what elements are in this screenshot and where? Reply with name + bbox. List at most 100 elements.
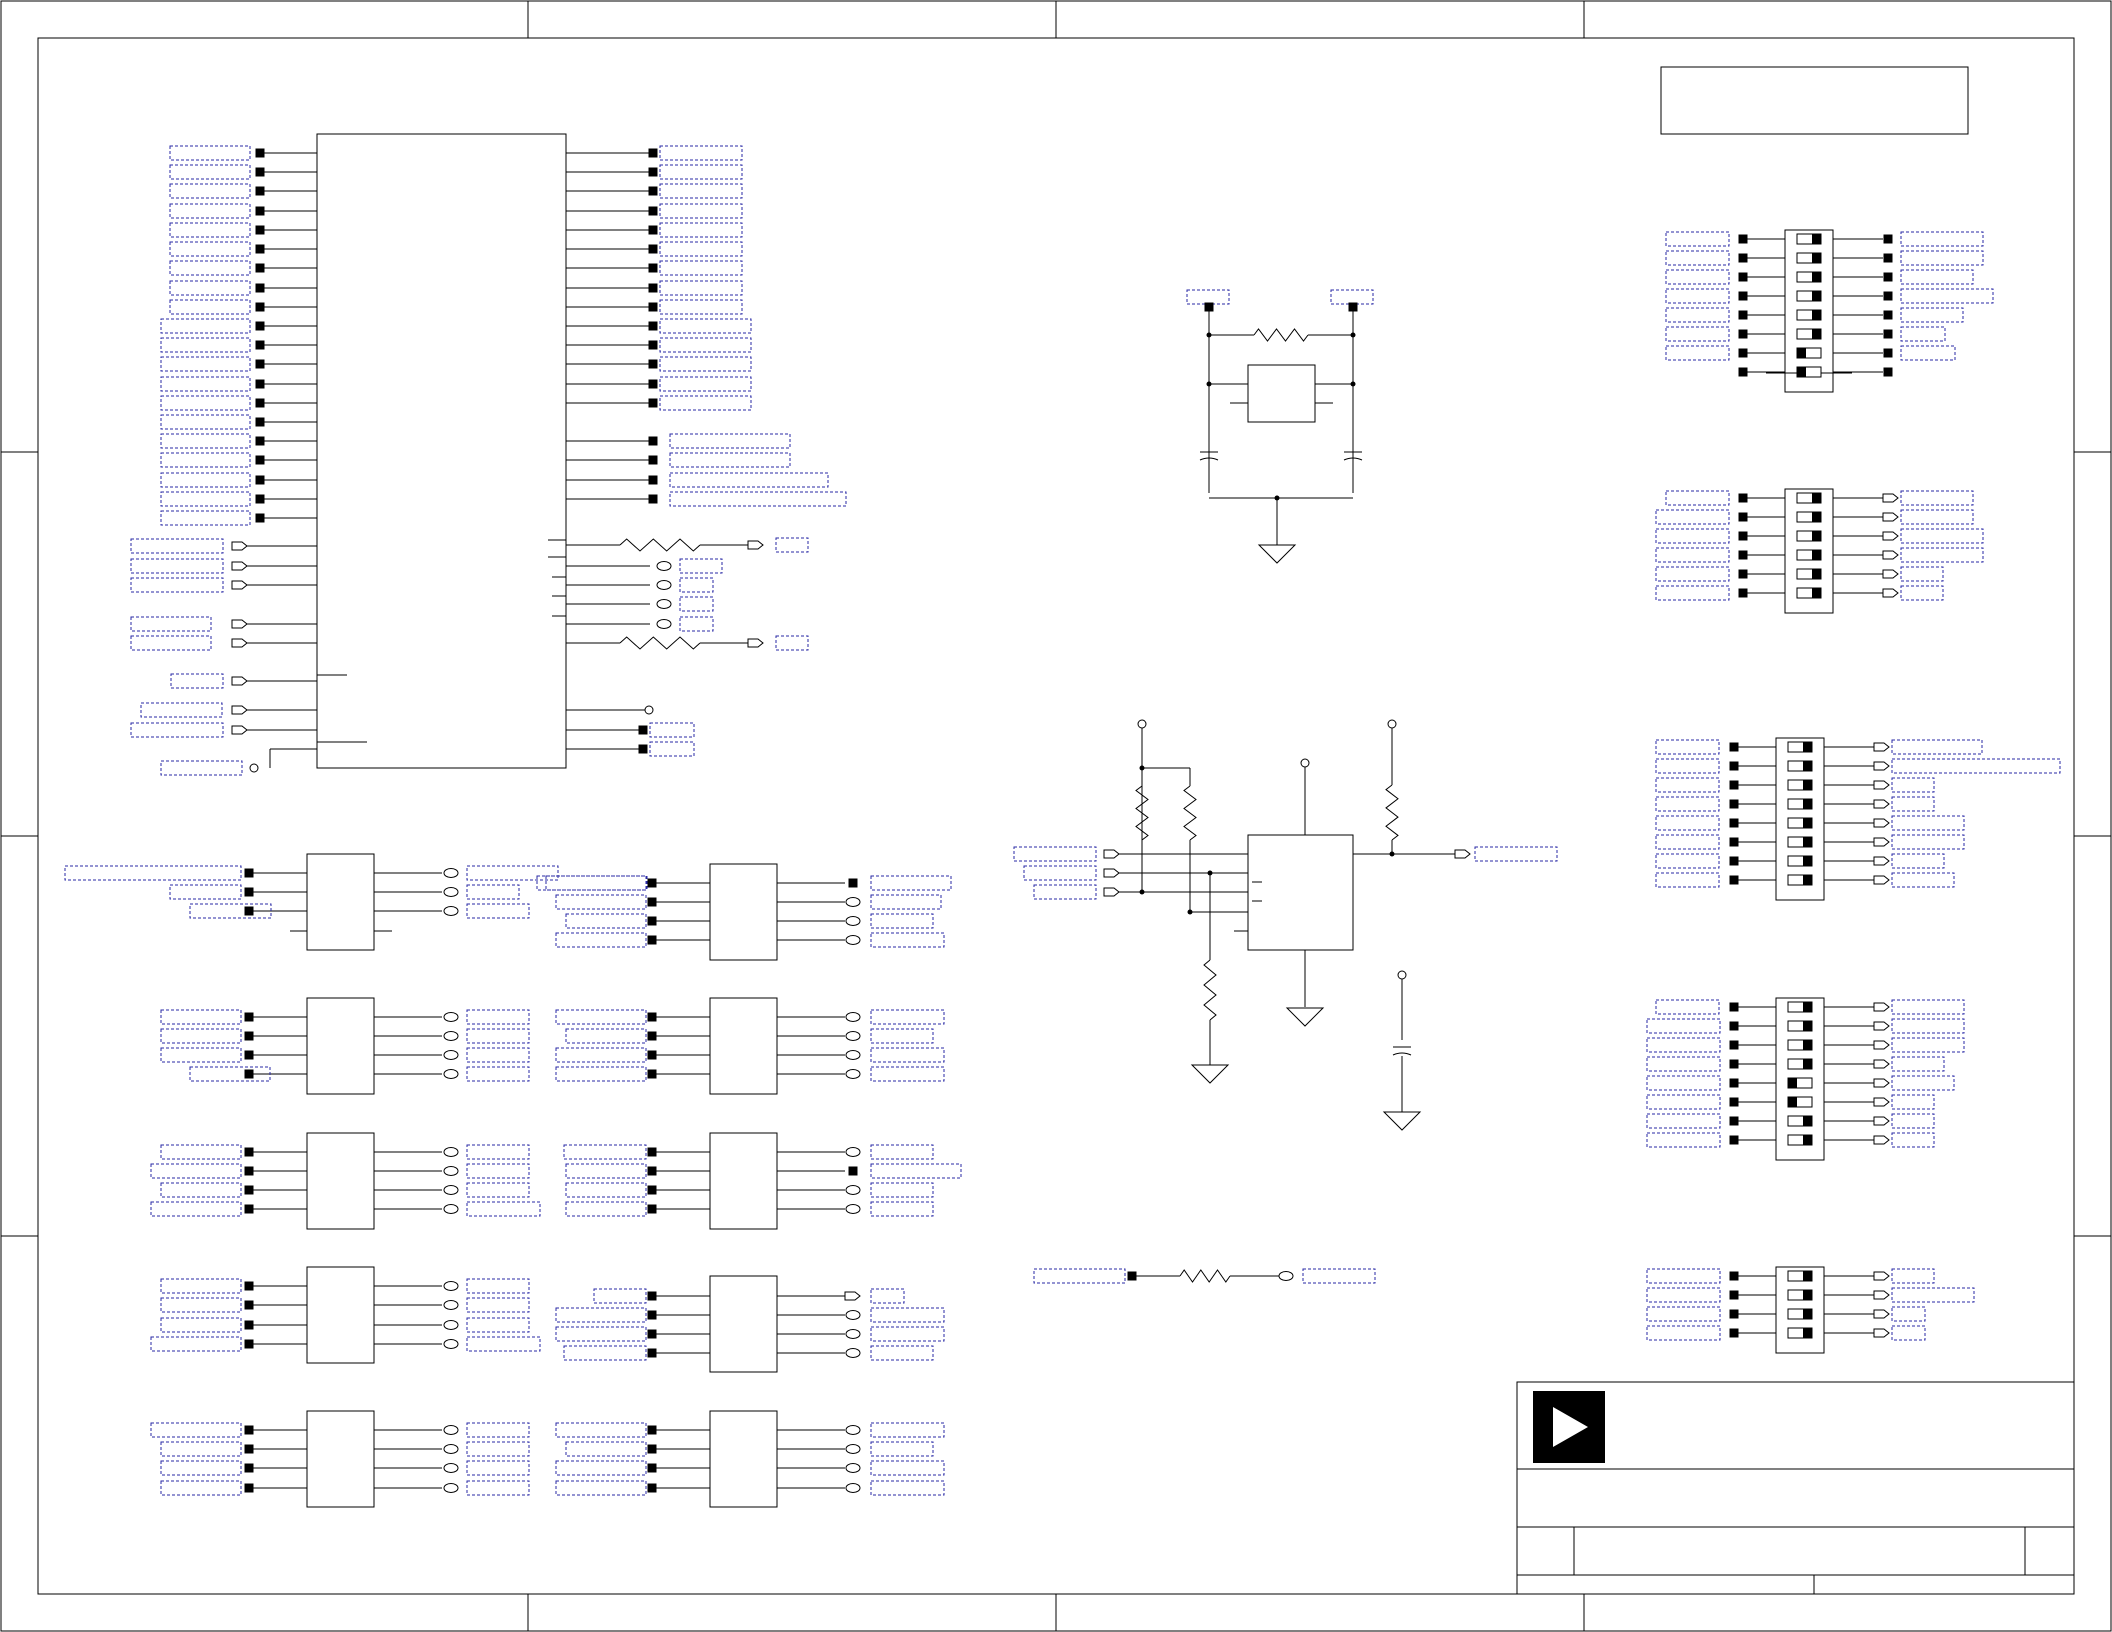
net-label <box>593 1288 647 1304</box>
connector-pin-icon <box>244 1185 254 1195</box>
dip-switch-icon <box>1812 569 1821 579</box>
port-arrow-icon <box>1873 1290 1890 1300</box>
connector-pin-icon <box>648 283 658 293</box>
port-arrow-icon <box>845 897 861 907</box>
net-label <box>1646 1268 1721 1284</box>
dip-switch-icon <box>1803 856 1812 866</box>
net-label <box>1900 231 1984 247</box>
net-label <box>189 1066 271 1082</box>
net-label <box>1900 326 1946 342</box>
connector-pin-icon <box>647 1185 657 1195</box>
net-label <box>1891 777 1935 793</box>
net-label <box>1646 1306 1721 1322</box>
port-arrow-icon <box>1873 1116 1890 1126</box>
net-label <box>555 1326 647 1342</box>
power-rail-circle-icon <box>1397 970 1407 980</box>
net-label <box>1302 1268 1376 1284</box>
connector-pin-icon <box>244 1425 254 1435</box>
power-rail-circle-icon <box>1387 719 1397 729</box>
connector-pin-icon <box>648 148 658 158</box>
port-arrow-icon <box>443 1166 459 1176</box>
net-label <box>565 1182 647 1198</box>
dip-switch-icon <box>1803 1309 1812 1319</box>
net-label <box>1665 490 1730 506</box>
dip-switch-icon <box>1803 1021 1812 1031</box>
connector-pin-icon <box>647 878 657 888</box>
dip-switch-icon <box>1803 837 1812 847</box>
connector-pin-icon <box>255 494 265 504</box>
net-label <box>659 241 743 257</box>
port-arrow-icon <box>231 638 248 648</box>
dip-switch-icon <box>1784 229 1834 393</box>
connector-pin-icon <box>1883 348 1893 358</box>
net-label <box>150 1422 242 1438</box>
port-arrow-icon <box>1882 493 1899 503</box>
connector-pin-icon <box>1204 302 1214 312</box>
net-label <box>1665 307 1730 323</box>
net-label <box>1900 250 1984 266</box>
revision-box <box>1660 66 1969 135</box>
connector-pin-icon <box>244 1320 254 1330</box>
net-label <box>1655 566 1730 582</box>
net-label <box>1033 884 1097 900</box>
buffer-ic-box <box>306 1266 375 1364</box>
net-label <box>870 1066 945 1082</box>
port-arrow-icon <box>1873 1078 1890 1088</box>
main-ic-box <box>316 133 567 769</box>
net-label <box>130 558 224 574</box>
port-arrow-icon <box>231 725 248 735</box>
port-arrow-icon <box>656 580 672 590</box>
junction-dot <box>1350 332 1356 338</box>
net-label <box>160 760 243 776</box>
connector-pin-icon <box>647 1166 657 1176</box>
net-label <box>1900 509 1974 525</box>
connector-pin-icon <box>255 417 265 427</box>
connector-pin-icon <box>255 244 265 254</box>
junction-dot <box>1139 765 1145 771</box>
net-label <box>565 1163 647 1179</box>
port-arrow-icon <box>1873 1309 1890 1319</box>
connector-pin-icon <box>255 283 265 293</box>
connector-pin-icon <box>255 475 265 485</box>
net-label <box>565 913 647 929</box>
dip-switch-icon <box>1812 329 1821 339</box>
connector-pin-icon <box>255 455 265 465</box>
connector-pin-icon <box>244 1339 254 1349</box>
connector-pin-icon <box>244 1147 254 1157</box>
connector-pin-icon <box>1729 1271 1739 1281</box>
net-label <box>870 1480 945 1496</box>
connector-pin-icon <box>255 513 265 523</box>
net-label <box>1900 288 1994 304</box>
net-label <box>659 145 743 161</box>
net-label <box>870 1144 934 1160</box>
net-label <box>1900 490 1974 506</box>
buffer-ic-box <box>306 1410 375 1508</box>
connector-pin-icon <box>647 1204 657 1214</box>
port-arrow-icon <box>845 1310 861 1320</box>
net-label <box>1655 528 1730 544</box>
net-label <box>1655 509 1730 525</box>
net-label <box>160 1182 242 1198</box>
net-label <box>170 673 224 689</box>
port-arrow-icon <box>231 580 248 590</box>
net-label <box>669 433 791 449</box>
connector-pin-icon <box>1738 550 1748 560</box>
net-label <box>870 1182 934 1198</box>
connector-pin-icon <box>648 494 658 504</box>
connector-pin-icon <box>1729 1059 1739 1069</box>
dip-switch-icon <box>1803 1271 1812 1281</box>
net-label <box>1891 758 2061 774</box>
net-label <box>130 538 224 554</box>
net-label <box>1646 1056 1721 1072</box>
net-label <box>870 1441 934 1457</box>
net-label <box>565 1028 647 1044</box>
net-label <box>555 932 647 948</box>
net-label <box>1891 796 1935 812</box>
net-label <box>160 376 251 392</box>
dip-switch-icon <box>1803 1290 1812 1300</box>
net-label <box>466 1182 530 1198</box>
dip-switch-icon <box>1775 1266 1825 1354</box>
connector-pin-icon <box>244 1281 254 1291</box>
connector-pin-icon <box>244 1050 254 1060</box>
connector-pin-icon <box>255 436 265 446</box>
